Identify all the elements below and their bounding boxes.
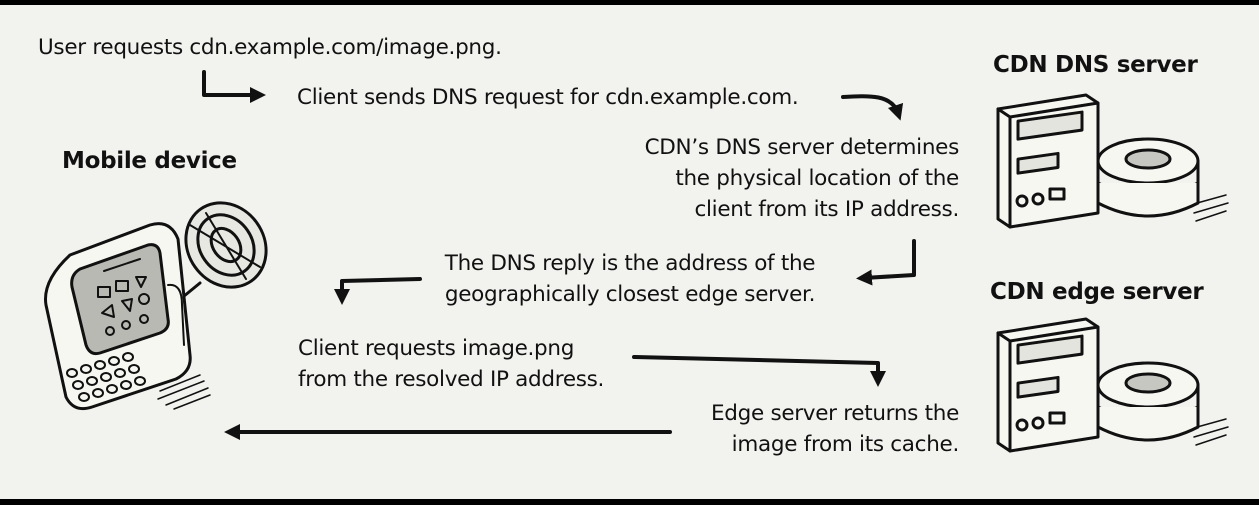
mobile-device-label: Mobile device — [62, 148, 237, 174]
flow-arrows — [202, 70, 916, 440]
step-5-text: Client requests image.png from the resol… — [298, 336, 605, 392]
step-1-text: User requests cdn.example.com/image.png. — [38, 35, 502, 60]
dns-server-label: CDN DNS server — [993, 52, 1198, 78]
step-4-text: The DNS reply is the address of the geog… — [444, 251, 816, 307]
arrow-step3-to-step4 — [856, 239, 916, 286]
edge-server-icon — [996, 317, 1229, 453]
edge-server-label: CDN edge server — [990, 279, 1204, 305]
arrow-step4-to-step5 — [334, 277, 422, 305]
dns-server-icon — [996, 93, 1229, 229]
step-2-text: Client sends DNS request for cdn.example… — [297, 85, 799, 110]
step-3-text: CDN’s DNS server determines the physical… — [644, 135, 960, 222]
step-6-text: Edge server returns the image from its c… — [711, 401, 959, 457]
mobile-device-icon — [44, 201, 268, 411]
arrow-step2-to-step3 — [841, 94, 904, 121]
cdn-diagram: Mobile device CDN DNS server CDN edge se… — [0, 5, 1259, 499]
arrow-step5-to-step6 — [632, 355, 886, 387]
arrow-step1-to-step2 — [202, 70, 266, 103]
